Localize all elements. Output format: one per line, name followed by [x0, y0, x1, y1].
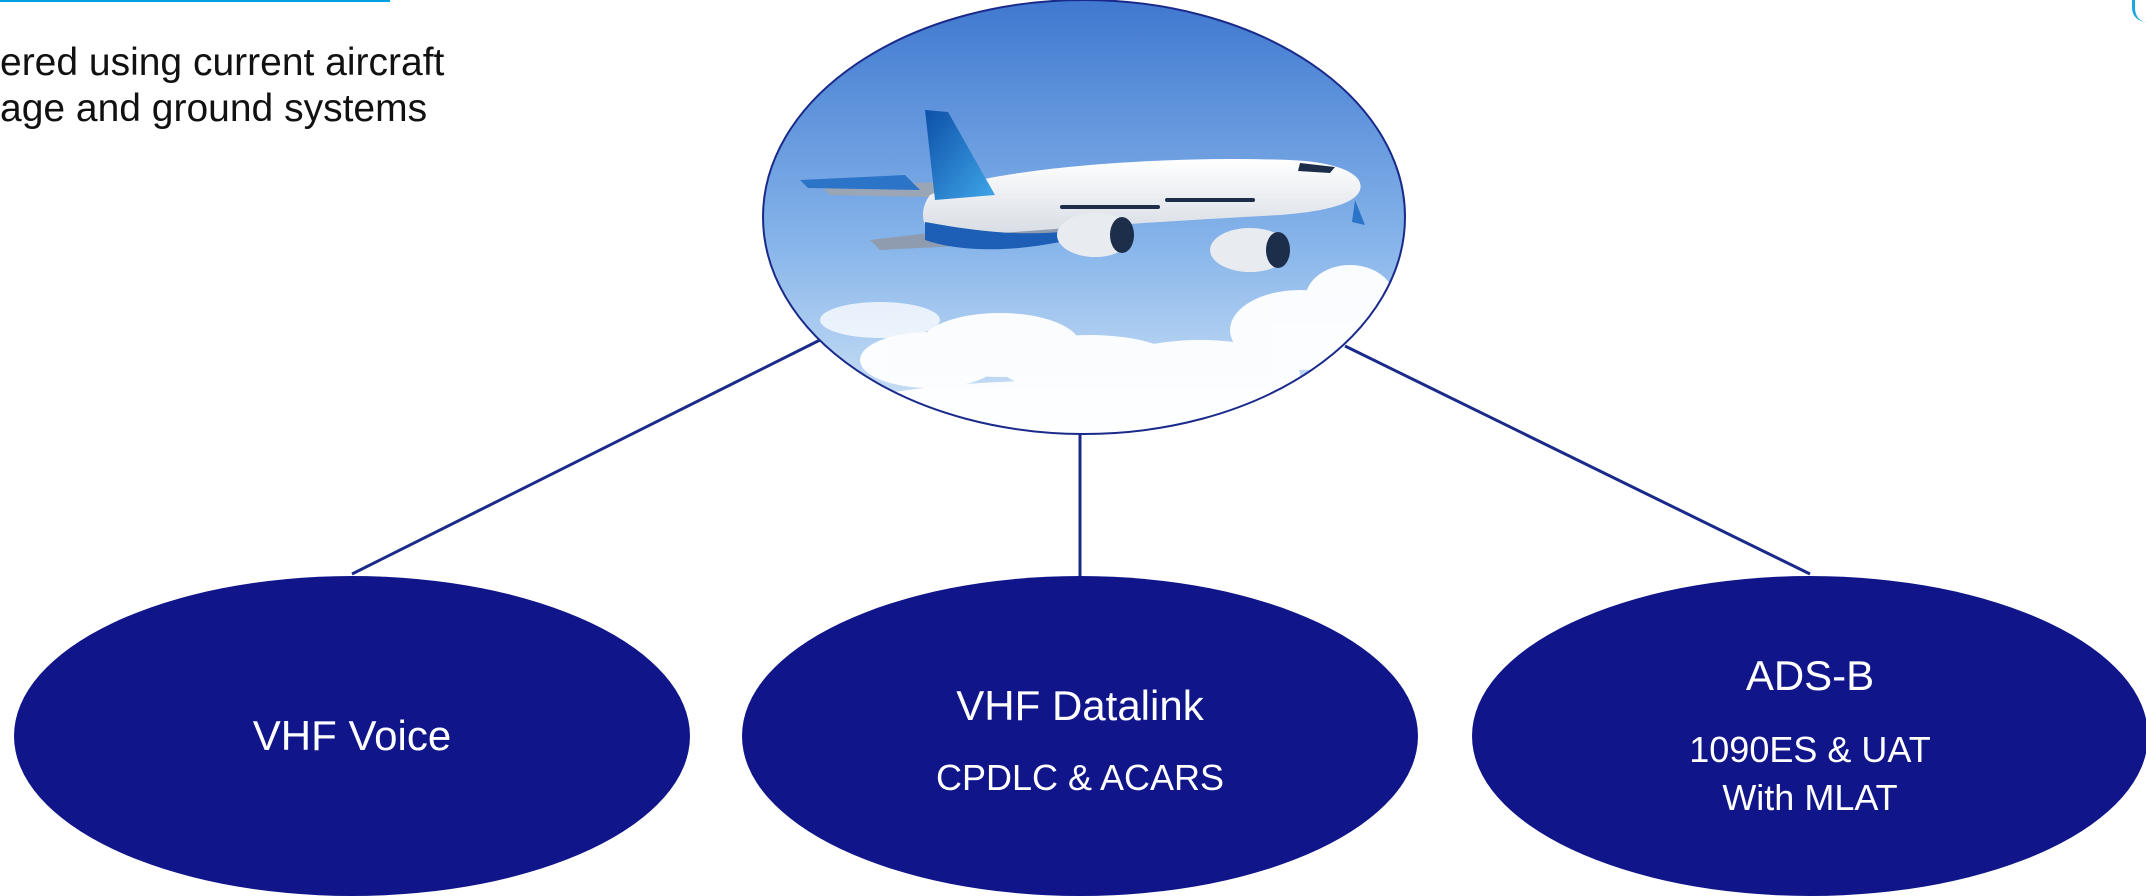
node-2-subtitle: CPDLC & ACARS	[936, 757, 1224, 798]
top-accent-rule	[0, 0, 390, 2]
node-3-detail: With MLAT	[1722, 777, 1897, 818]
intro-line-1: ered using current aircraft	[0, 41, 445, 84]
connector-left	[351, 338, 821, 576]
node-vhf-datalink: VHF Datalink CPDLC & ACARS	[742, 576, 1418, 896]
node-2-title: VHF Datalink	[956, 682, 1204, 729]
aircraft-image	[762, 0, 1406, 435]
node-3-title: ADS-B	[1746, 652, 1874, 699]
cloud-layer	[820, 265, 1395, 434]
node-1-title: VHF Voice	[253, 712, 451, 759]
intro-text: ered using current aircraft age and grou…	[0, 40, 444, 132]
node-ads-b: ADS-B 1090ES & UAT With MLAT	[1472, 576, 2146, 896]
right-edge-decoration	[2132, 0, 2146, 22]
node-3-subtitle: 1090ES & UAT	[1689, 729, 1930, 770]
airplane-icon	[800, 110, 1365, 272]
connector-right	[1344, 344, 1811, 576]
intro-line-2: age and ground systems	[0, 87, 428, 130]
node-vhf-voice: VHF Voice	[14, 576, 690, 896]
